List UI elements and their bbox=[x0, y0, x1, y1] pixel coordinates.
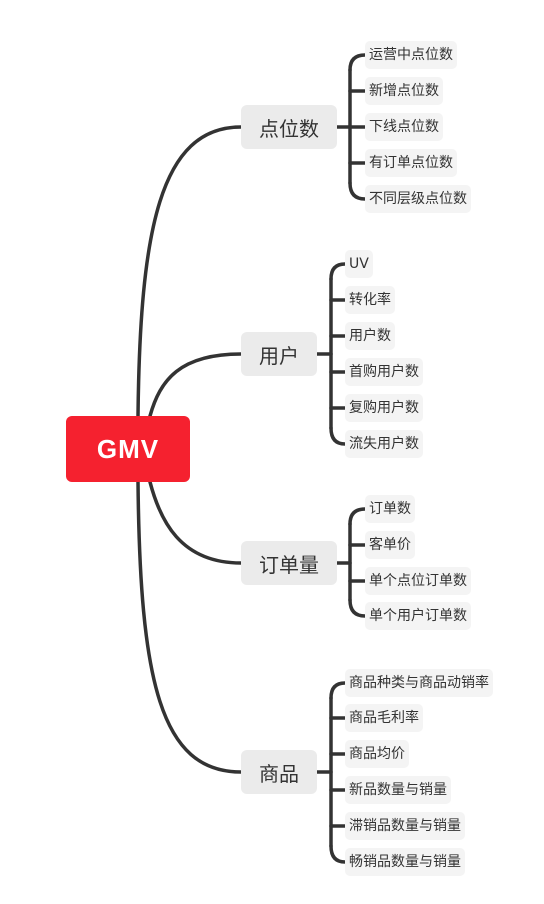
connector-root-branch-4 bbox=[136, 480, 243, 774]
leaf-node[interactable]: 商品种类与商品动销率 bbox=[345, 669, 493, 697]
leaf-node[interactable]: 运营中点位数 bbox=[365, 41, 457, 69]
leaf-node[interactable]: UV bbox=[345, 250, 373, 278]
leaf-node[interactable]: 有订单点位数 bbox=[365, 149, 457, 177]
leaf-node[interactable]: 单个用户订单数 bbox=[365, 602, 471, 630]
leaf-node[interactable]: 不同层级点位数 bbox=[365, 185, 471, 213]
leaf-node[interactable]: 首购用户数 bbox=[345, 358, 423, 386]
leaf-node[interactable]: 复购用户数 bbox=[345, 394, 423, 422]
branch-node-3[interactable]: 订单量 bbox=[241, 541, 337, 585]
leaf-node[interactable]: 流失用户数 bbox=[345, 430, 423, 458]
leaf-node[interactable]: 畅销品数量与销量 bbox=[345, 848, 465, 876]
leaf-node[interactable]: 单个点位订单数 bbox=[365, 567, 471, 595]
leaf-node[interactable]: 商品均价 bbox=[345, 740, 409, 768]
leaf-node[interactable]: 下线点位数 bbox=[365, 113, 443, 141]
leaf-node[interactable]: 新品数量与销量 bbox=[345, 776, 451, 804]
branch-node-1[interactable]: 点位数 bbox=[241, 105, 337, 149]
root-node[interactable]: GMV bbox=[66, 416, 190, 482]
branch-node-2[interactable]: 用户 bbox=[241, 332, 317, 376]
branch-node-4[interactable]: 商品 bbox=[241, 750, 317, 794]
leaf-node[interactable]: 用户数 bbox=[345, 322, 395, 350]
leaf-node[interactable]: 新增点位数 bbox=[365, 77, 443, 105]
leaf-node[interactable]: 订单数 bbox=[365, 495, 415, 523]
connector-root-branch-1 bbox=[136, 125, 243, 418]
leaf-node[interactable]: 客单价 bbox=[365, 531, 415, 559]
connector-root-branch-2 bbox=[148, 352, 243, 418]
connector-root-branch-3 bbox=[148, 480, 243, 565]
leaf-node[interactable]: 滞销品数量与销量 bbox=[345, 812, 465, 840]
leaf-node[interactable]: 转化率 bbox=[345, 286, 395, 314]
leaf-node[interactable]: 商品毛利率 bbox=[345, 704, 423, 732]
